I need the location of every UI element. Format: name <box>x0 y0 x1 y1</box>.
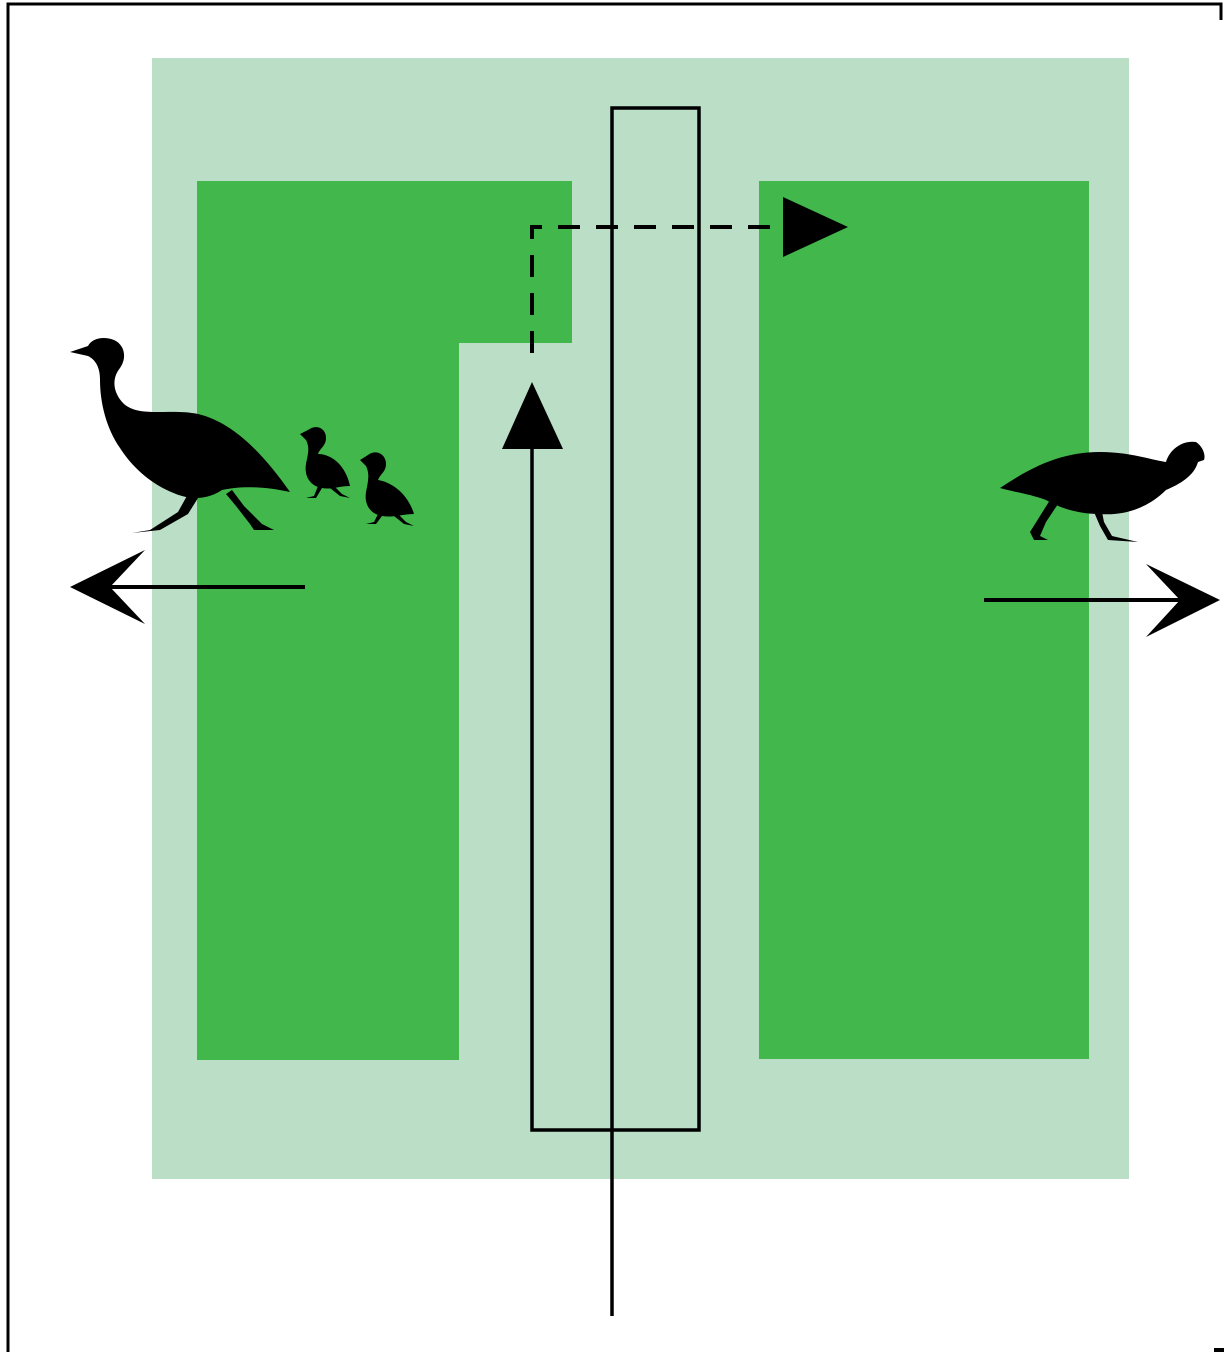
main-route-line <box>530 440 614 1316</box>
frame-border <box>6 2 1223 1352</box>
main-route-arrowhead <box>502 382 563 449</box>
adult-bird-right-icon <box>1000 441 1205 542</box>
right-arrowhead <box>1146 564 1220 637</box>
left-crop-block <box>197 181 572 1060</box>
chick-icon-2 <box>360 452 414 526</box>
adult-bird-left-icon <box>70 338 290 533</box>
central-strip <box>610 106 701 1132</box>
left-arrowhead <box>70 550 145 624</box>
right-crop-block <box>759 181 1089 1059</box>
alt-route-arrowhead <box>783 197 848 257</box>
chick-icon-1 <box>300 427 350 498</box>
alt-route-dashed-line <box>530 225 790 353</box>
